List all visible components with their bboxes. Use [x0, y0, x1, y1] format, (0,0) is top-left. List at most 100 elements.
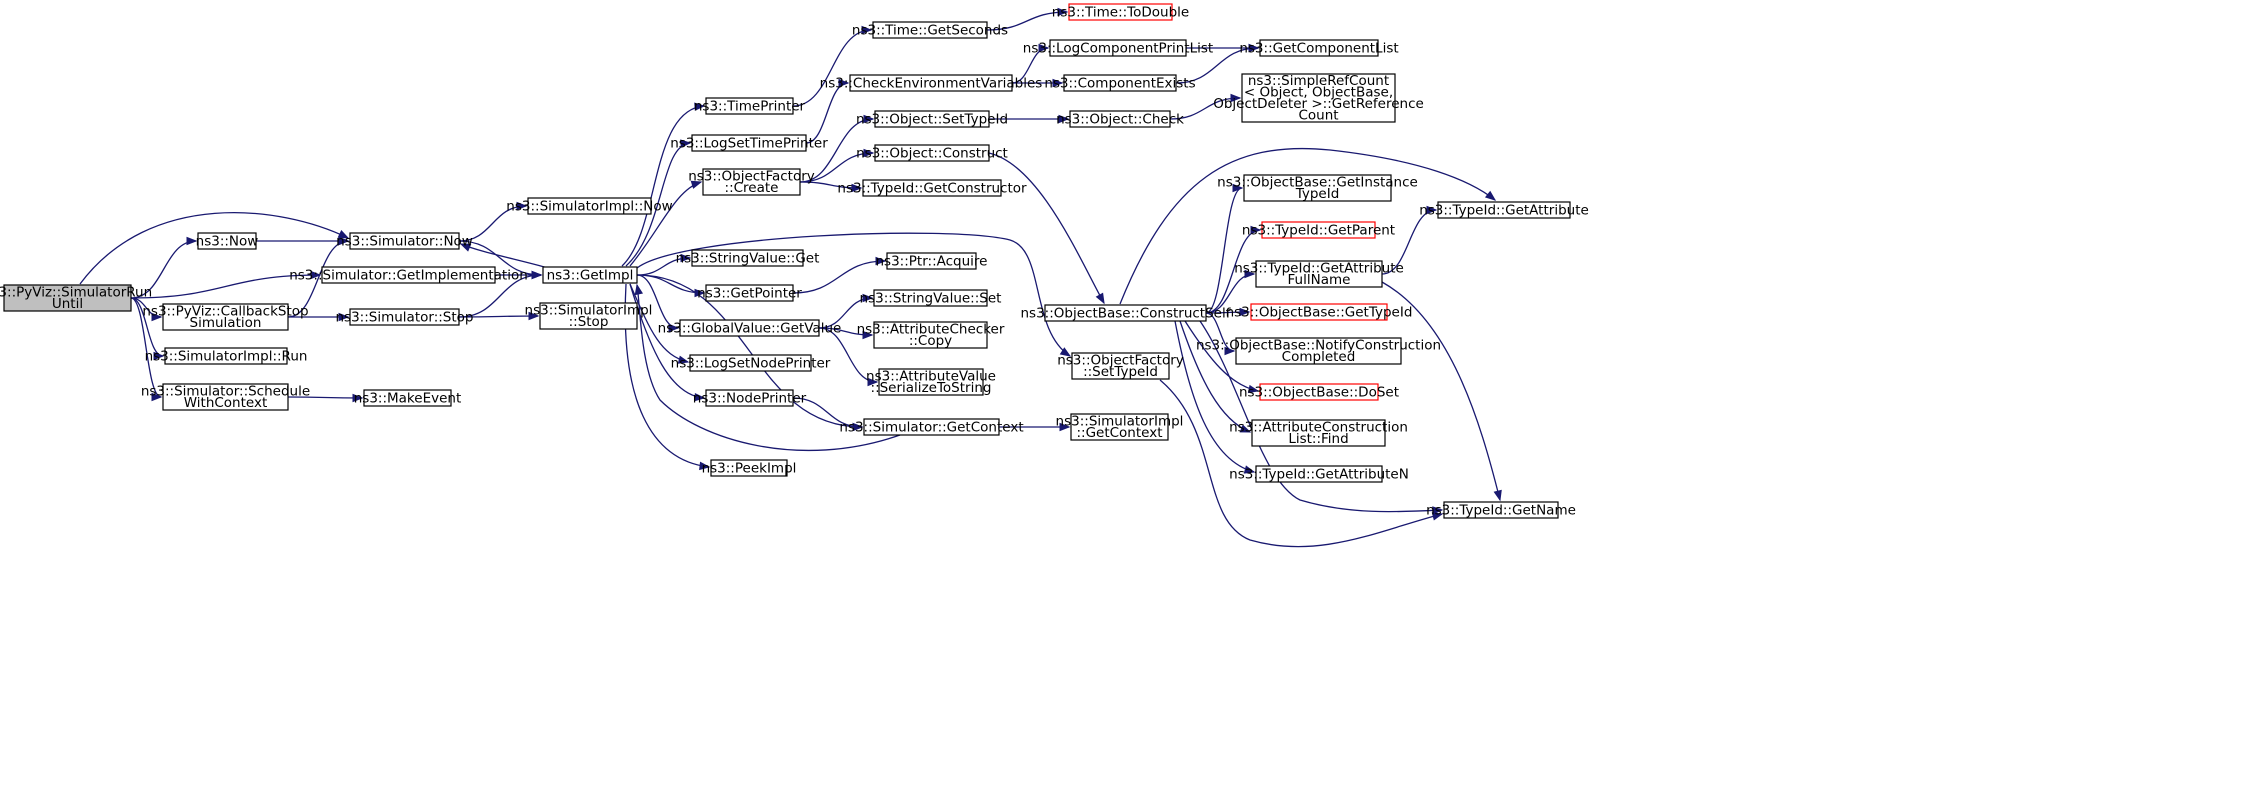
node-box [691, 134, 807, 152]
edge-arrowhead [338, 236, 350, 246]
node-simimplrun[interactable]: ns3::SimulatorImpl::Run [145, 347, 308, 365]
edge-arrowhead [186, 236, 198, 246]
node-attrvalser[interactable]: ns3::AttributeValue::SerializeToString [866, 368, 996, 397]
node-typeidgetattr[interactable]: ns3::TypeId::GetAttribute [1419, 201, 1589, 219]
node-label: ::Create [725, 180, 779, 196]
node-makeevent[interactable]: ns3::MakeEvent [354, 389, 462, 407]
node-label: ::SetTypeId [1083, 364, 1158, 380]
edge-line [636, 274, 863, 428]
node-simnow[interactable]: ns3::Simulator::Now [336, 232, 473, 250]
call-edge [636, 253, 692, 276]
edge-line [1199, 320, 1443, 513]
node-logcompprint[interactable]: ns3::LogComponentPrintList [1023, 39, 1213, 57]
node-checkenv[interactable]: ns3::CheckEnvironmentVariables [820, 74, 1043, 92]
node-label: ns3::SimulatorImpl::Run [145, 348, 308, 364]
node-timetodouble[interactable]: ns3::Time::ToDouble [1052, 3, 1189, 21]
node-simstop[interactable]: ns3::Simulator::Stop [336, 308, 474, 326]
node-simgetimpl[interactable]: ns3::Simulator::GetImplementation [289, 266, 528, 284]
edge-line [636, 232, 1071, 357]
edge-arrowhead [862, 330, 874, 340]
node-strvalget[interactable]: ns3::StringValue::Get [676, 249, 820, 267]
node-box [1063, 74, 1177, 92]
call-edge [1381, 205, 1438, 275]
node-label: ns3::ObjectBase::ConstructSelf [1021, 305, 1232, 321]
node-objconstruct[interactable]: ns3::Object::Construct [856, 144, 1008, 162]
node-objbaseconstruct[interactable]: ns3::ObjectBase::ConstructSelf [1021, 304, 1232, 322]
node-objfactcreate[interactable]: ns3::ObjectFactory::Create [688, 168, 815, 197]
call-edge [792, 25, 873, 107]
node-simimplnow[interactable]: ns3::SimulatorImpl::Now [506, 197, 673, 215]
node-objbasenotify[interactable]: ns3::ObjectBase::NotifyConstructionCompl… [1196, 337, 1441, 366]
node-simgetctx[interactable]: ns3::Simulator::GetContext [839, 418, 1024, 436]
node-simimplstop[interactable]: ns3::SimulatorImpl::Stop [525, 302, 653, 331]
node-typeidgetctor[interactable]: ns3::TypeId::GetConstructor [837, 179, 1027, 197]
node-label: ns3::Simulator::GetContext [839, 419, 1023, 435]
edge-line [1119, 147, 1496, 305]
call-edge [634, 283, 901, 452]
node-getpointer[interactable]: ns3::GetPointer [697, 284, 802, 302]
edge-line [79, 212, 349, 285]
node-attrcheckcopy[interactable]: ns3::AttributeChecker::Copy [857, 321, 1005, 350]
node-timeprinter[interactable]: ns3::TimePrinter [694, 97, 806, 115]
node-objfactsettype[interactable]: ns3::ObjectFactory::SetTypeId [1057, 352, 1184, 381]
node-typeidgetparent[interactable]: ns3::TypeId::GetParent [1242, 221, 1395, 239]
node-objbasedoset[interactable]: ns3::ObjectBase::DoSet [1239, 383, 1399, 401]
edge-line [621, 105, 705, 267]
node-typeidgetattrn[interactable]: ns3::TypeId::GetAttributeN [1229, 465, 1409, 483]
node-compexists[interactable]: ns3::ComponentExists [1044, 74, 1196, 92]
node-label: WithContext [184, 395, 268, 411]
call-edge [287, 236, 350, 318]
edge-line [986, 11, 1068, 31]
node-getimpl[interactable]: ns3::GetImpl [542, 266, 638, 284]
call-edge [130, 297, 165, 361]
edge-arrowhead [1432, 506, 1444, 515]
node-objsettypeid[interactable]: ns3::Object::SetTypeId [856, 110, 1008, 128]
call-edge [792, 256, 887, 294]
node-simplerefcount[interactable]: ns3::SimpleRefCount< Object, ObjectBase,… [1213, 73, 1424, 124]
node-peekimpl[interactable]: ns3::PeekImpl [702, 459, 797, 477]
node-simimplgetctx[interactable]: ns3::SimulatorImpl::GetContext [1056, 413, 1184, 442]
edge-arrowhead [1239, 424, 1252, 433]
node-box [1443, 501, 1559, 519]
node-label: FullName [1288, 272, 1351, 288]
node-ptracquire[interactable]: ns3::Ptr::Acquire [876, 252, 988, 270]
call-edge [130, 270, 322, 299]
edge-arrowhead [153, 351, 165, 361]
node-timegetsec[interactable]: ns3::Time::GetSeconds [852, 21, 1008, 39]
node-label: Completed [1282, 349, 1356, 365]
node-label: ns3::ObjectFactory [1057, 353, 1184, 369]
node-label: ns3::ObjectBase::DoSet [1239, 384, 1399, 400]
edge-arrowhead [531, 270, 543, 280]
node-logsetnode[interactable]: ns3::LogSetNodePrinter [671, 354, 831, 372]
call-edge [1179, 320, 1252, 433]
node-label: ns3::Now [196, 233, 259, 249]
node-getcomplist[interactable]: ns3::GetComponentList [1239, 39, 1399, 57]
node-typeidgetname[interactable]: ns3::TypeId::GetName [1426, 501, 1576, 519]
node-label: ns3::LogSetTimePrinter [670, 135, 828, 151]
node-label: ns3::StringValue::Set [860, 290, 1002, 306]
node-label: ns3::SimpleRefCount [1248, 73, 1389, 89]
node-box [863, 418, 1000, 436]
edge-arrowhead [694, 392, 706, 402]
node-logsettime[interactable]: ns3::LogSetTimePrinter [670, 134, 828, 152]
node-now[interactable]: ns3::Now [196, 232, 259, 250]
node-box [878, 368, 984, 396]
node-globalget[interactable]: ns3::GlobalValue::GetValue [658, 319, 842, 337]
node-objbasegettypeid[interactable]: ns3::ObjectBase::GetTypeId [1226, 303, 1413, 321]
edge-line [988, 152, 1105, 304]
edge-line [130, 274, 321, 299]
node-label: ns3::TimePrinter [694, 98, 806, 114]
node-box [197, 232, 257, 250]
node-strvalset[interactable]: ns3::StringValue::Set [860, 289, 1002, 307]
node-nodeprinter[interactable]: ns3::NodePrinter [693, 389, 807, 407]
node-objcheck[interactable]: ns3::Object::Check [1056, 110, 1184, 128]
call-edge [458, 311, 540, 321]
edge-line [1169, 97, 1241, 120]
edge-arrowhead [863, 114, 875, 124]
